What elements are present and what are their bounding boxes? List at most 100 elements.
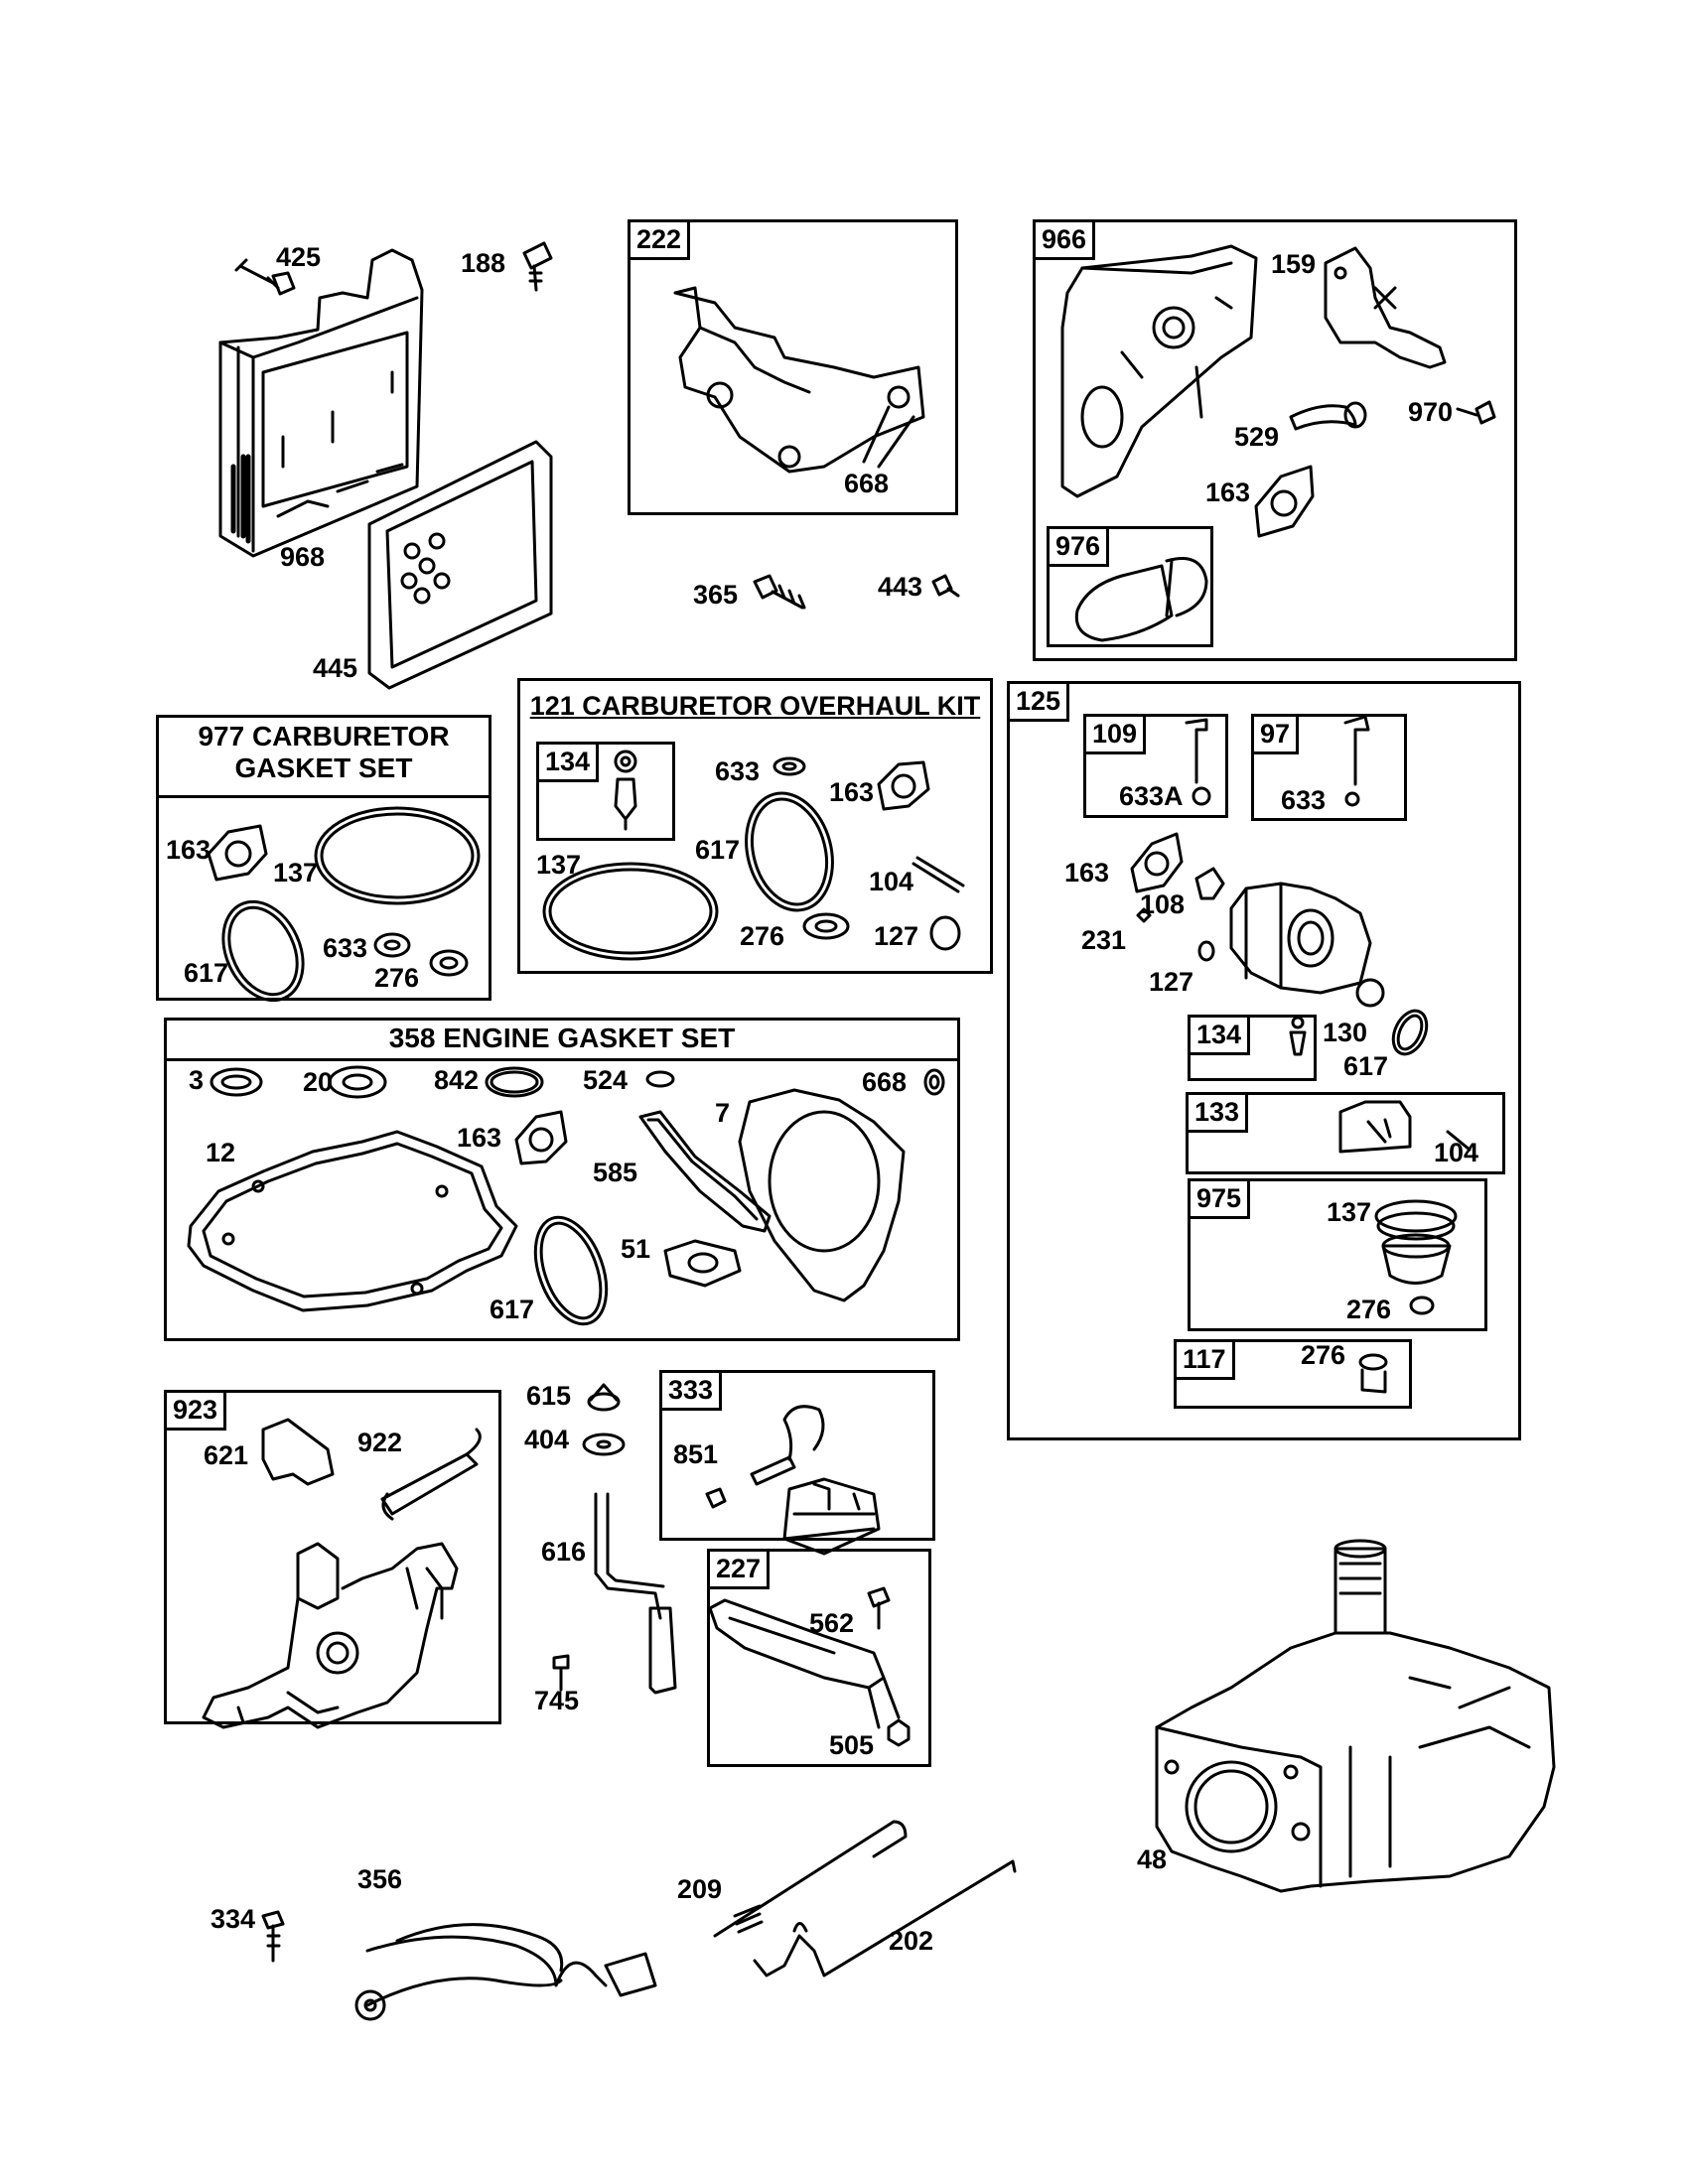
part-label-163-358: 163 [457,1123,502,1153]
bracket-222-drawing [673,286,925,474]
part-label-356: 356 [357,1864,403,1894]
part-label-20: 20 [303,1067,334,1097]
part-label-209: 209 [677,1874,723,1904]
part-label-137-975: 137 [1327,1197,1372,1227]
part-label-276-975: 276 [1346,1295,1392,1324]
engine-gasket-set-358-drawing [187,1065,945,1326]
part-label-621: 621 [204,1440,249,1470]
spring-rod-drawing [713,1820,1017,1978]
part-label-633-121: 633 [715,756,761,786]
part-label-633-97: 633 [1281,785,1327,815]
box-label-227: 227 [707,1549,771,1589]
part-label-365: 365 [693,580,739,610]
kit-358-divider [164,1058,960,1061]
box-label-134-carb: 134 [1188,1015,1251,1055]
part-label-104-133: 104 [1434,1138,1479,1167]
part-label-668-358: 668 [862,1067,908,1097]
part-label-617-125: 617 [1343,1051,1389,1081]
part-label-524: 524 [583,1065,629,1095]
part-label-334: 334 [210,1904,256,1934]
part-label-163-977: 163 [166,835,211,865]
box-label-97: 97 [1251,714,1300,754]
part-label-276-977: 276 [374,963,420,993]
box-label-125: 125 [1007,681,1070,722]
box-977-carburetor-gasket-set [156,715,491,1001]
part-label-127-125: 127 [1149,967,1194,997]
part-label-127-121: 127 [874,921,919,951]
part-label-968: 968 [280,542,326,572]
part-label-404: 404 [524,1425,570,1454]
air-filter-445-drawing [367,440,553,690]
tube-529-drawing [1289,401,1367,431]
kit-title-121: 121 CARBURETOR OVERHAUL KIT [529,691,981,721]
box-975 [1188,1178,1487,1331]
part-label-137-977: 137 [273,858,319,887]
part-label-276-121: 276 [740,921,785,951]
part-label-922: 922 [357,1428,403,1457]
part-label-231: 231 [1081,925,1127,955]
part-label-163-125: 163 [1064,858,1110,887]
box-label-133: 133 [1186,1092,1249,1133]
bolt-365-drawing [753,574,806,610]
box-label-976: 976 [1047,526,1110,567]
air-cleaner-base-drawing [218,248,424,558]
box-label-966: 966 [1033,219,1096,260]
part-label-668-bracket: 668 [844,469,890,498]
box-976 [1047,526,1213,647]
part-label-842: 842 [434,1065,480,1095]
box-label-134-kit121: 134 [536,742,600,782]
carburetor-125-drawing [1130,715,1472,1394]
part-label-443: 443 [878,572,923,602]
kit-977-divider [156,795,491,798]
part-label-276-117: 276 [1301,1340,1346,1370]
bolt-443-drawing [931,574,960,598]
part-label-425: 425 [276,242,322,272]
part-label-617-358: 617 [490,1295,535,1324]
part-label-617-977: 617 [184,958,229,988]
part-label-633-977: 633 [323,933,368,963]
kit-title-977: 977 CARBURETOR GASKET SET [156,721,491,784]
box-label-117: 117 [1174,1339,1235,1380]
part-label-616: 616 [541,1537,587,1567]
box-label-975: 975 [1188,1178,1251,1219]
governor-control-923-drawing [202,1418,482,1729]
box-333 [659,1370,935,1541]
part-label-615: 615 [526,1381,572,1411]
screw-970-drawing [1456,400,1496,425]
cylinder-48-drawing [1155,1539,1556,1893]
box-97 [1251,714,1407,821]
part-label-617-121: 617 [695,835,741,865]
kit-title-977-line2: GASKET SET [234,752,413,784]
gasket-set-977-drawing [207,806,481,1003]
box-966 [1033,219,1517,661]
part-label-585: 585 [593,1158,638,1187]
part-label-137-121: 137 [536,850,582,880]
part-label-505: 505 [829,1730,875,1760]
part-label-3: 3 [189,1065,205,1095]
link-227-drawing [708,1586,911,1747]
part-label-48: 48 [1137,1844,1168,1874]
part-label-851: 851 [673,1439,719,1469]
part-label-104-121: 104 [869,867,914,896]
part-label-633A: 633A [1119,781,1184,811]
part-label-188: 188 [461,248,506,278]
box-227 [707,1549,931,1767]
bracket-159-drawing [1324,246,1447,369]
part-label-12: 12 [206,1138,236,1167]
box-358-engine-gasket-set [164,1018,960,1341]
box-133 [1186,1092,1505,1174]
kit-title-977-line1: 977 CARBURETOR [198,721,450,751]
box-label-222: 222 [628,219,691,260]
part-label-163-966: 163 [1205,478,1251,507]
bolt-334-drawing [261,1910,285,1963]
box-109 [1083,714,1228,818]
kit-title-358: 358 ENGINE GASKET SET [388,1023,736,1053]
governor-parts-drawing [552,1383,677,1695]
part-label-163-121: 163 [829,777,875,807]
part-label-562: 562 [809,1608,855,1638]
ground-wire-356-drawing [354,1923,657,2021]
box-134-kit121 [536,742,675,841]
box-121-carburetor-overhaul-kit [517,678,993,974]
part-label-108: 108 [1140,889,1186,919]
gasket-163-966-drawing [1254,465,1315,538]
